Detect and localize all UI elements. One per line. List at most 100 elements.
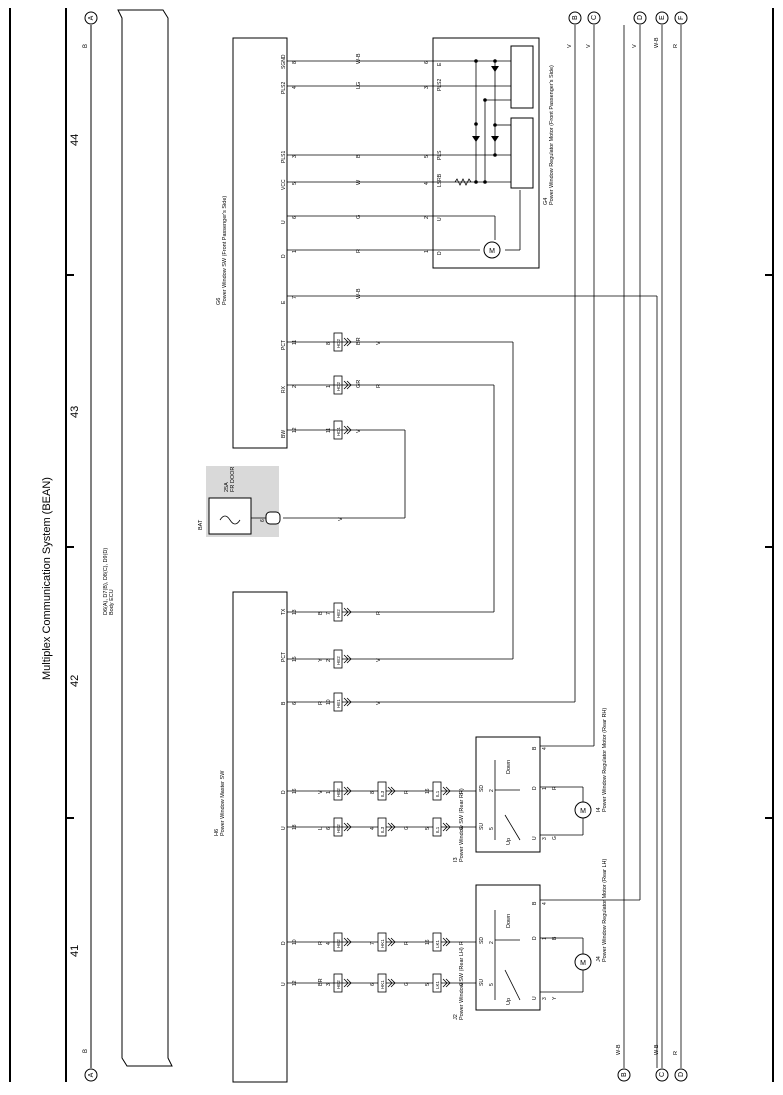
- h6-conn-2: [333, 692, 343, 712]
- svg-text:Power Window Master SW: Power Window Master SW: [220, 770, 226, 836]
- bottom-bus-letter: C: [659, 1072, 666, 1077]
- j2-switch-box: [475, 884, 541, 1011]
- h6-pin-name: D: [281, 941, 287, 945]
- svg-text:BAT: BAT: [198, 519, 204, 530]
- g4-pin-num: 1: [424, 250, 430, 253]
- connector-chains: IL3IL384RGIL1IL1165RGHK1HK176RGLK1LK1165…: [370, 781, 465, 993]
- lh_switch-pin-name: SU: [479, 979, 485, 986]
- h6-pin-name: PCT: [281, 652, 287, 662]
- lh-chain-u-1-label: LK1: [435, 980, 440, 989]
- h6-wire-color: V: [318, 790, 324, 794]
- g6-pin-num: 3: [292, 155, 298, 158]
- lh-wire-d: R: [459, 941, 465, 945]
- lh-chain-d-0: [377, 932, 387, 952]
- h6-pin-num: 6: [292, 702, 298, 705]
- g6-pin-name: PLS1: [281, 151, 287, 163]
- g6-switch-box: [232, 37, 288, 449]
- g6-pin-name: BW: [281, 430, 287, 438]
- bus-a-top-marker: [84, 11, 98, 25]
- h6-conn-1: [333, 649, 343, 669]
- svg-text:M: M: [580, 808, 586, 815]
- rh_switch-pin-name: SU: [479, 823, 485, 830]
- rh-chain-d-0-label: IL3: [380, 790, 385, 797]
- h6-conn-pin: 6: [326, 827, 332, 830]
- svg-text:G4: G4: [543, 198, 549, 205]
- bus-marker-letter: E: [659, 15, 666, 20]
- bottom-bus-markers: BW-BCW-BDR: [616, 1044, 688, 1082]
- svg-text:B: B: [83, 44, 89, 48]
- lh_switch-pin-num: 3: [542, 997, 548, 1000]
- lh-chain-d-1: [432, 932, 442, 952]
- lh-wire-d: R: [404, 941, 410, 945]
- bus-marker-C: [587, 11, 601, 25]
- bus-marker-letter: C: [591, 15, 598, 20]
- g6-wire-color: W-B: [356, 53, 362, 64]
- svg-text:B: B: [83, 1049, 89, 1053]
- rh_switch-pin-name: SD: [479, 785, 485, 792]
- rh-pin-d: 8: [370, 791, 376, 794]
- svg-text:Up: Up: [506, 998, 512, 1005]
- g6-pin-num: 2: [292, 385, 298, 388]
- wire-color-label-0: V: [376, 341, 382, 345]
- svg-text:Power Window Regulator Motor (: Power Window Regulator Motor (Front Pass…: [549, 65, 555, 205]
- rh_switch-pin-num: 4: [542, 747, 548, 750]
- svg-text:I4: I4: [596, 807, 602, 812]
- h6-conn-pin: 4: [326, 942, 332, 945]
- g6-pin-name: RX: [281, 385, 287, 393]
- h6-wire-color: R: [318, 701, 324, 705]
- g6-wire-color: BR: [356, 337, 362, 345]
- svg-text:A: A: [88, 15, 95, 20]
- g6-wire-color: GR: [356, 380, 362, 388]
- g6-conn-8-label: HD2: [336, 382, 341, 391]
- h6-conn-1-label: HE2: [336, 656, 341, 665]
- page-number-43: 43: [69, 406, 81, 418]
- lh-chain-u-1: [432, 973, 442, 993]
- h6-conn-pin: 3: [326, 983, 332, 986]
- h6-conn-4-label: HE2: [336, 824, 341, 833]
- page-number-41: 41: [69, 945, 81, 957]
- bus-marker-D: [633, 11, 647, 25]
- bottom-bus-marker-C: [655, 1068, 669, 1082]
- h6-pin-name: D: [281, 790, 287, 794]
- bus-marker-E: [655, 11, 669, 25]
- g6-pin-num: 4: [292, 86, 298, 89]
- wire-color-label-4: V: [376, 658, 382, 662]
- lh-chain-u-0-label: HK1: [380, 980, 385, 989]
- lh-chain-d-0-label: HK1: [380, 939, 385, 948]
- diagram-title: Multiplex Communication System (BEAN): [41, 477, 53, 680]
- bus-marker-F: [674, 11, 688, 25]
- wire-color-label-5: V: [376, 701, 382, 705]
- page-number-44: 44: [69, 134, 81, 146]
- bus-color-label: V: [567, 44, 573, 48]
- lh_switch-pin-name: B: [532, 901, 538, 905]
- g6-wire-color: W: [356, 179, 362, 185]
- rh_switch-motor-wire-u: G: [552, 836, 558, 840]
- g6-conn-pin: 8: [326, 342, 332, 345]
- svg-text:M: M: [489, 248, 495, 255]
- svg-text:25A: 25A: [224, 482, 230, 492]
- g6-pin-num: 8: [292, 61, 298, 64]
- bus-color-label: R: [673, 44, 679, 48]
- bus-marker-letter: D: [637, 15, 644, 20]
- wire-color-label-3: R: [376, 611, 382, 615]
- g4-pin-name: PLS2: [437, 79, 443, 91]
- rh_switch-pin-num: 3: [542, 837, 548, 840]
- h6-conn-5-label: HE2: [336, 939, 341, 948]
- lh-pin-d: 7: [370, 942, 376, 945]
- bottom-bus-color: R: [673, 1051, 679, 1055]
- lh-pin-u: 6: [370, 983, 376, 986]
- lh_switch-pin-num: 4: [542, 902, 548, 905]
- g6-pin-name: D: [281, 254, 287, 258]
- g6-pin-name: PLS2: [281, 82, 287, 94]
- g4-pin-name: LSRB: [437, 173, 443, 187]
- g6-pin-num: 1: [292, 250, 298, 253]
- rh_switch-pin-num: 5: [489, 827, 495, 830]
- h6-pin-name: TX: [281, 608, 287, 615]
- rh-wire-u: G: [459, 826, 465, 830]
- svg-text:Power Window SW (Rear RH): Power Window SW (Rear RH): [459, 788, 465, 862]
